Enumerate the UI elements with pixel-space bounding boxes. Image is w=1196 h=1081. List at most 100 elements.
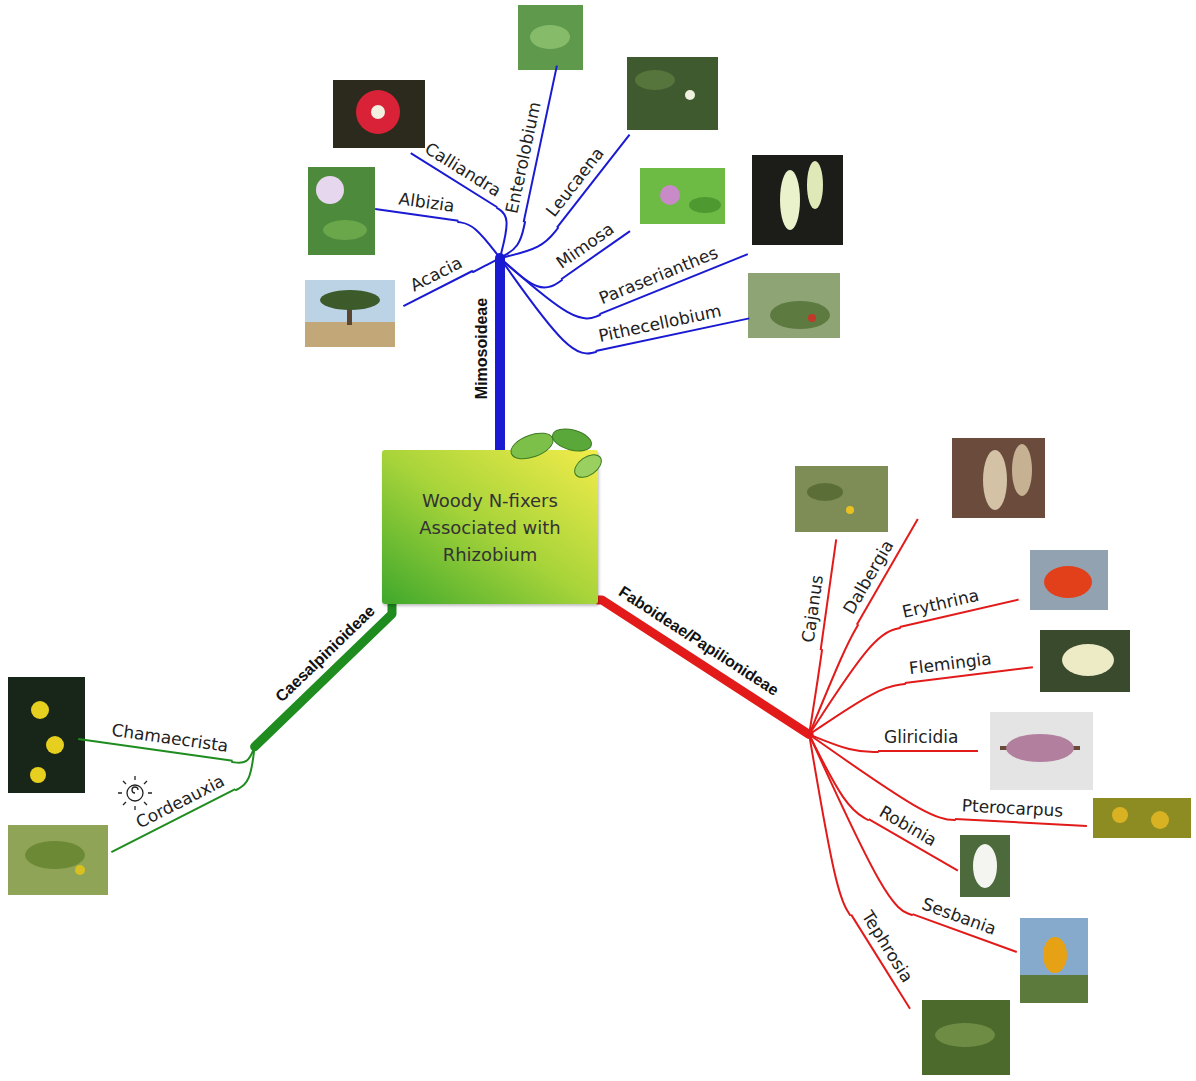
genus-label: Pterocarpus (955, 794, 1088, 827)
photo-frame (922, 1000, 1010, 1075)
photo-frame (8, 677, 85, 793)
sun-disc (127, 785, 143, 801)
topic-box-fill (382, 450, 598, 604)
leaf-decoration (508, 428, 557, 464)
photo-flower (30, 767, 46, 783)
branch-line (500, 258, 600, 318)
photo-frame (960, 835, 1010, 897)
topic-text: Caesalpinioideae (272, 602, 378, 705)
plant-photo (795, 466, 888, 532)
photo-flower (75, 865, 85, 875)
genus-label: Flemingia (902, 642, 1033, 684)
topic-text: Woody N-fixers Associated with Rhizobium (394, 487, 586, 568)
photo-flower (846, 506, 854, 514)
plant-photo (308, 167, 375, 255)
branch-line (809, 650, 822, 735)
plant-photo (1093, 798, 1191, 838)
genus-label: Acacia (392, 249, 473, 308)
plant-photo (922, 1000, 1010, 1075)
genus-label: Sesbania (912, 891, 1026, 954)
leaf-decoration (550, 425, 594, 455)
branch-line (458, 222, 500, 258)
branch-line (598, 600, 809, 735)
topic-text: Sesbania (919, 894, 998, 939)
photo-frame (308, 167, 375, 255)
photo-pod (983, 450, 1007, 510)
genus-label: Tephrosia (850, 901, 931, 1009)
photo-leaf (935, 1023, 995, 1047)
photo-frame (333, 80, 425, 148)
topic-text: Cajanus (798, 574, 827, 644)
plant-photo (748, 273, 840, 338)
branch-line (495, 258, 505, 450)
branch-line (500, 228, 558, 258)
photo-fruit (808, 314, 816, 322)
genus-label: Albizia (375, 185, 462, 223)
plant-photo (1020, 918, 1088, 1003)
topic-text: Pterocarpus (961, 795, 1063, 820)
branch-line (809, 735, 868, 820)
branch-line (809, 628, 900, 735)
root-topic: Woody N-fixers Associated with Rhizobium (382, 450, 598, 604)
topic-text: Flemingia (908, 648, 993, 678)
photo-flower (1112, 807, 1128, 823)
subfamily-label: Faboideae/Papilionideae (602, 575, 825, 735)
topic-text: Pithecellobium (597, 300, 723, 346)
plant-photo (627, 57, 718, 130)
plant-photo (8, 677, 85, 793)
branch-line (232, 747, 255, 763)
topic-text: Gliricidia (884, 727, 958, 747)
genus-label: Cordeauxia (100, 767, 235, 853)
branch-line (809, 735, 878, 752)
photo-leaf (530, 25, 570, 49)
photo-frame (952, 438, 1045, 518)
plant-photo (1030, 550, 1108, 610)
plant-photo (960, 835, 1010, 897)
genus-label: Mimosa (547, 211, 631, 281)
plant-photo (333, 80, 425, 148)
plant-photo (518, 5, 583, 70)
plant-photo (990, 712, 1093, 790)
photo-ground (1020, 975, 1088, 1003)
photo-leaf (323, 220, 367, 240)
photo-ground (305, 322, 395, 347)
sun-rays (118, 776, 152, 810)
genus-label: Chamaecrista (78, 715, 236, 763)
photo-frame (752, 155, 843, 245)
topic-text: Faboideae/Papilionideae (616, 583, 782, 699)
photo-flower (807, 161, 823, 209)
photo-frame (1040, 630, 1130, 692)
photo-frame (305, 280, 395, 347)
genus-label: Erythrina (894, 575, 1019, 628)
photo-leaf (689, 197, 721, 213)
sun-spiral (132, 787, 138, 793)
topic-text: Calliandra (422, 138, 505, 200)
branch-line (255, 604, 392, 747)
topic-text: Leucaena (542, 144, 608, 221)
topic-text: Mimosoideae (473, 298, 490, 399)
topic-text: Paraserianthes (596, 242, 721, 308)
photo-flower (685, 90, 695, 100)
photo-flower (1062, 644, 1114, 676)
photo-pod (1012, 444, 1032, 496)
branch-line (473, 258, 500, 272)
leaf-decoration (571, 450, 606, 482)
plant-photo (752, 155, 843, 245)
topic-text: Tephrosia (858, 907, 918, 986)
photo-flower (1151, 811, 1169, 829)
photo-frame (518, 5, 583, 70)
plant-photo (952, 438, 1045, 518)
photo-flower (316, 176, 344, 204)
genus-label: Cajanus (796, 536, 838, 650)
photo-frame (1093, 798, 1191, 838)
photo-frame (748, 273, 840, 338)
photo-flower (1044, 566, 1092, 598)
photo-leaf (770, 301, 830, 329)
branch-line (500, 258, 596, 353)
topic-text: Dalbergia (839, 536, 897, 617)
photo-flower (356, 90, 400, 134)
photo-frame (1020, 918, 1088, 1003)
topic-text: Erythrina (900, 585, 981, 622)
photo-flower (31, 701, 49, 719)
photo-flower (660, 185, 680, 205)
